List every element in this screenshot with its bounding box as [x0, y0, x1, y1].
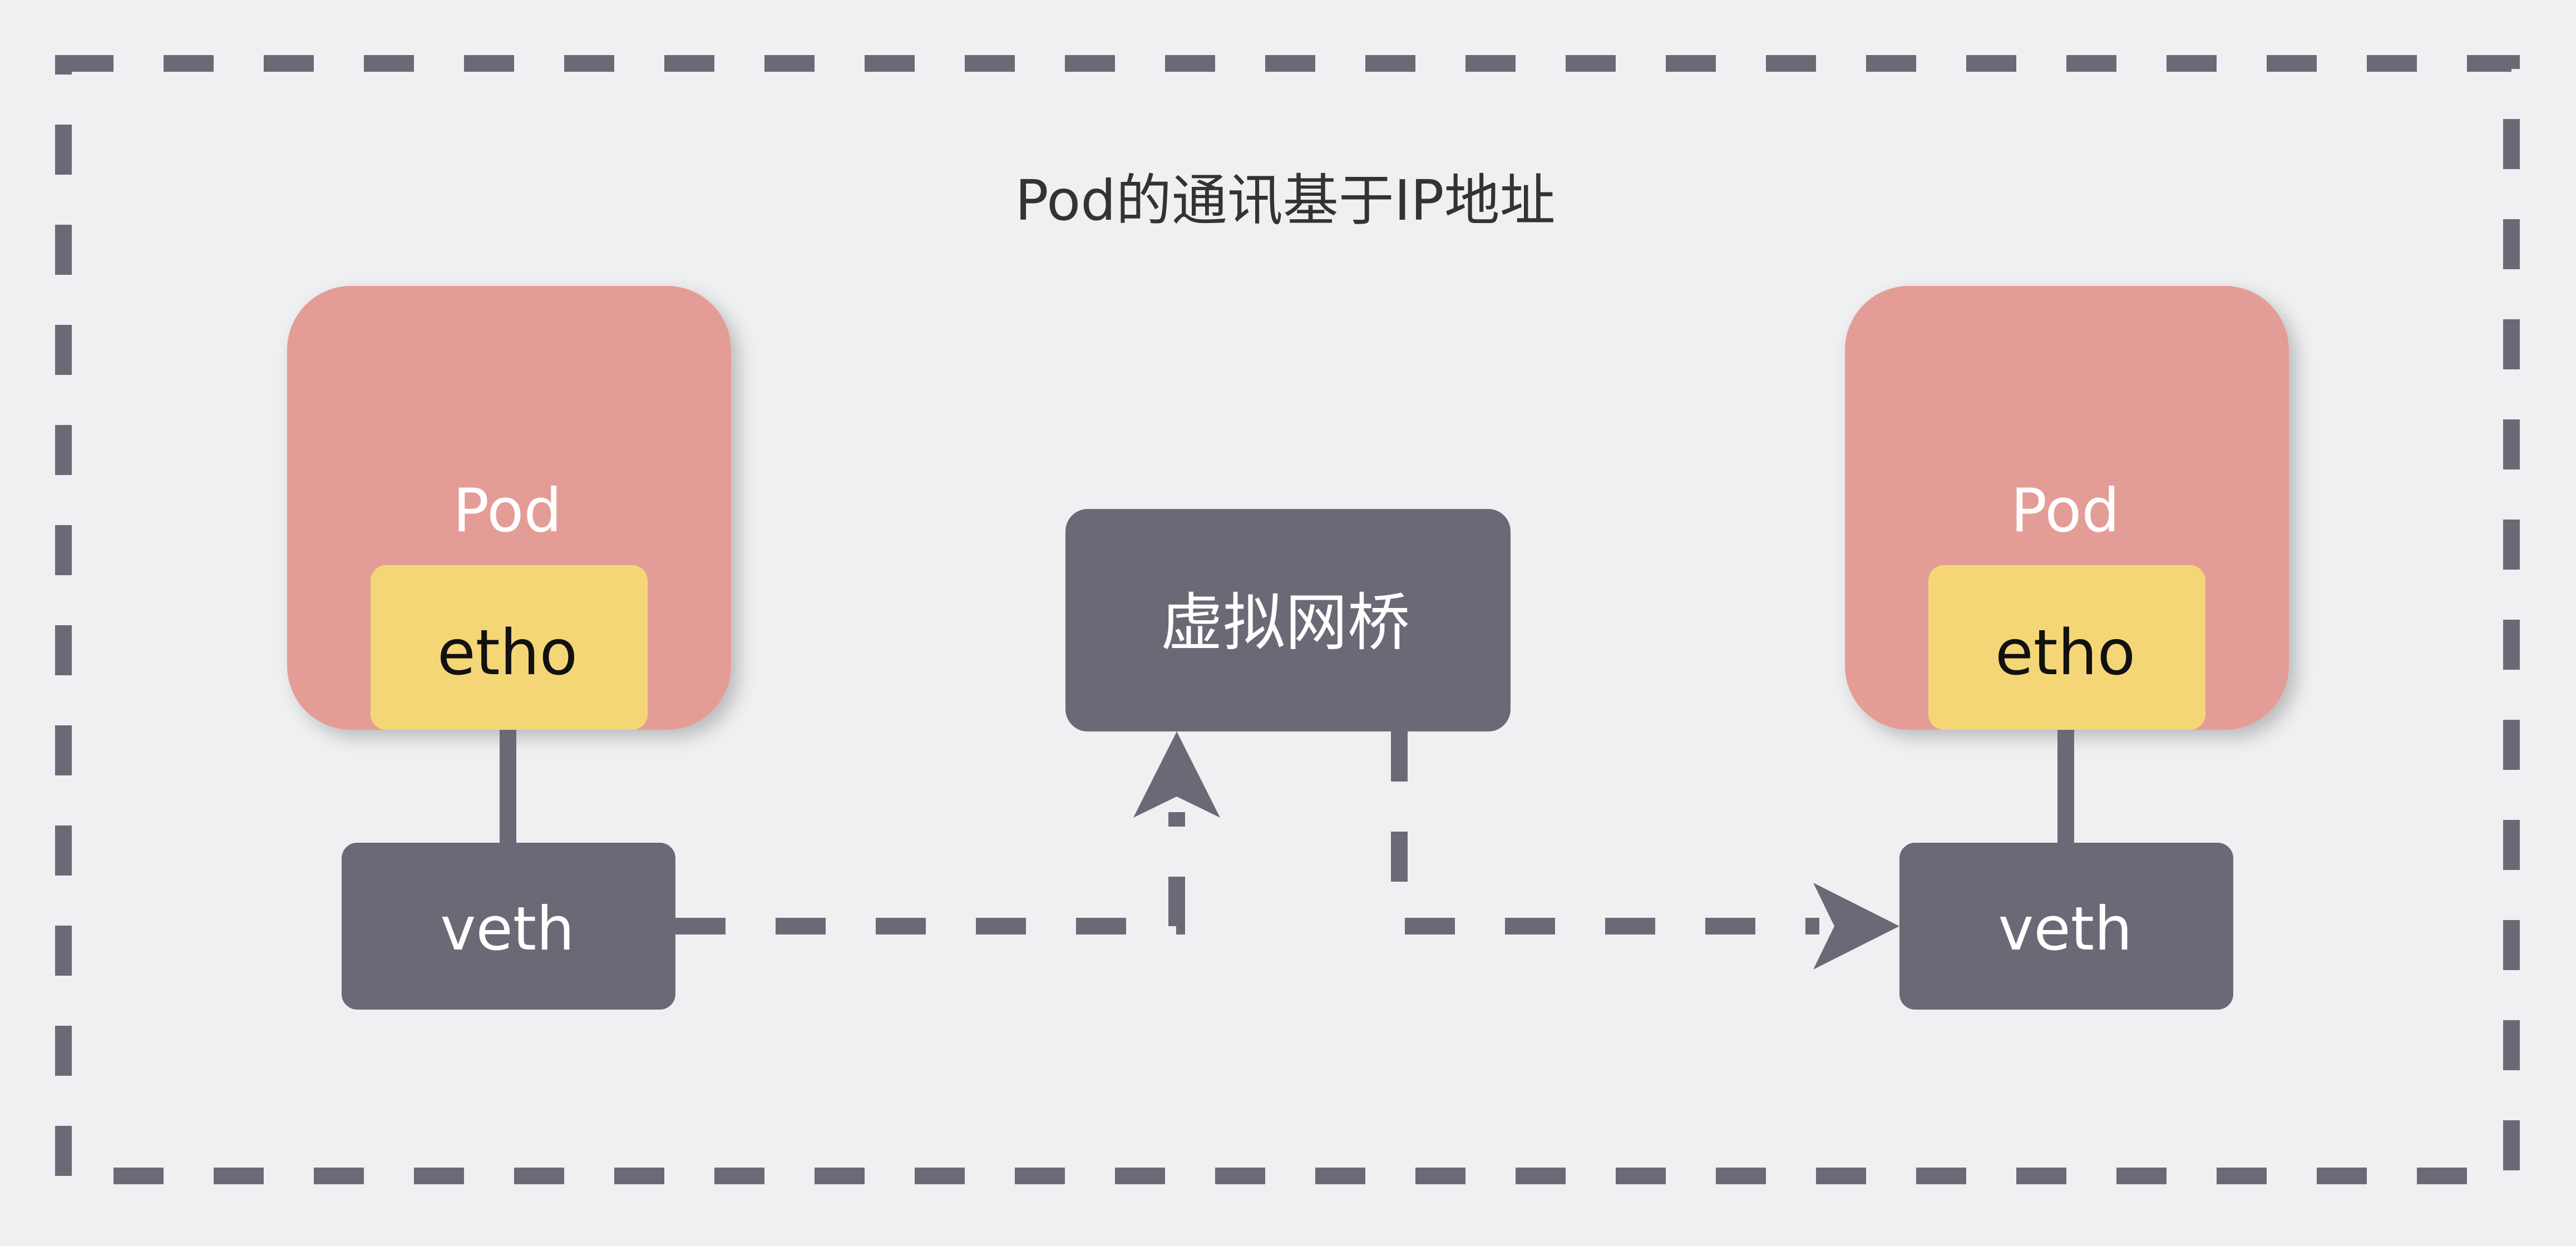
bridge-label: 虚拟网桥	[1161, 587, 1410, 659]
virtual-bridge: 虚拟网桥	[1065, 509, 1511, 731]
diagram-title: Pod的通讯基于IP地址	[1015, 168, 1555, 233]
bridge-box	[1065, 509, 1511, 731]
veth-left: veth	[342, 843, 675, 1010]
pod-right: Pod etho	[1845, 286, 2289, 730]
arrow-up-icon	[1133, 731, 1220, 818]
eth-interface-label: etho	[1995, 617, 2135, 689]
arrow-right-icon	[1813, 883, 1899, 970]
veth-label: veth	[440, 894, 574, 964]
pod-left: Pod etho	[287, 286, 731, 730]
flow-veth-to-bridge	[675, 812, 1185, 934]
veth-label: veth	[1998, 894, 2132, 964]
eth-interface-box	[1928, 565, 2205, 730]
veth-right: veth	[1899, 843, 2233, 1010]
veth-box	[342, 843, 675, 1010]
pod-label: Pod	[453, 476, 562, 546]
eth-interface-label: etho	[437, 617, 578, 689]
network-boundary	[55, 55, 2520, 1184]
pod-label: Pod	[2011, 476, 2120, 546]
eth-interface-box	[371, 565, 648, 730]
veth-box	[1899, 843, 2233, 1010]
flow-bridge-to-veth	[1391, 731, 1819, 934]
